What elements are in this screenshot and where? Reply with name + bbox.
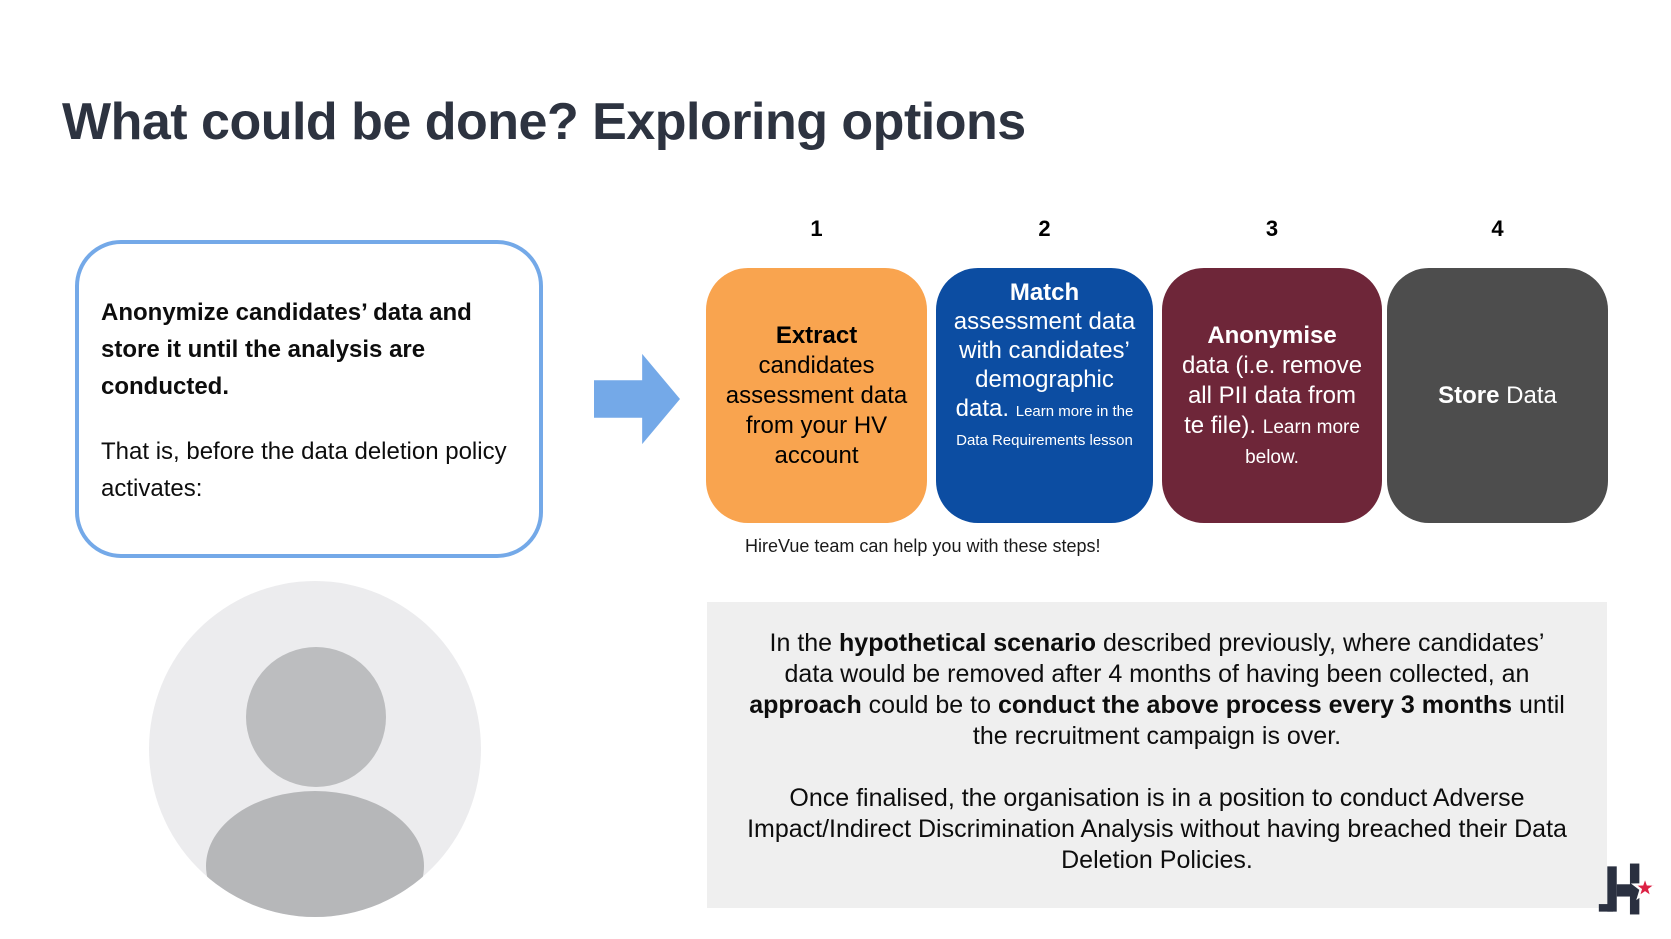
step-title: Match xyxy=(1009,279,1080,306)
step-card-match: Match assessment data with candidates’ d… xyxy=(936,268,1153,523)
step-note: Learn more in the Data Requirements less… xyxy=(956,403,1134,449)
scenario-paragraph-2: Once finalised, the organisation is in a… xyxy=(747,784,1567,874)
step-number-2: 2 xyxy=(1038,216,1051,241)
step-body: assessment data with candidates’ demogra… xyxy=(953,308,1136,422)
scenario-paragraph-1: In the hypothetical scenario described p… xyxy=(743,628,1571,752)
logo-h-foot xyxy=(1598,904,1613,912)
text-segment: described previously, where candidates’ … xyxy=(784,629,1545,688)
logo-h-left-bar xyxy=(1607,866,1617,912)
callout-body: That is, before the data deletion policy… xyxy=(101,438,507,502)
page-title: What could be done? Exploring options xyxy=(62,93,1026,151)
person-avatar xyxy=(149,581,481,917)
logo-h-right-bar xyxy=(1629,863,1640,915)
text-segment: In the xyxy=(769,629,840,657)
step-number-1: 1 xyxy=(810,216,823,241)
steps-caption: HireVue team can help you with these ste… xyxy=(745,536,1101,556)
step-body: Data xyxy=(1506,381,1557,409)
text-segment: conduct the above process every 3 months xyxy=(997,691,1512,719)
text-segment: hypothetical scenario xyxy=(839,629,1097,657)
logo-h-crossbar xyxy=(1616,884,1631,897)
arrow-right-icon xyxy=(594,353,680,445)
step-card-store: Store Data xyxy=(1387,268,1608,523)
step-body: data (i.e. remove all PII data from te f… xyxy=(1181,351,1363,439)
step-card-anonymise: Anonymise data (i.e. remove all PII data… xyxy=(1162,268,1382,523)
text-segment: approach xyxy=(749,691,862,719)
step-body: candidates assessment data from your HV … xyxy=(725,351,908,469)
hirevue-logo xyxy=(1598,863,1660,915)
callout-heading: Anonymize candidates’ data and store it … xyxy=(101,299,472,400)
scenario-panel: In the hypothetical scenario described p… xyxy=(707,602,1607,908)
star-icon xyxy=(1630,873,1660,901)
step-number-4: 4 xyxy=(1491,216,1504,241)
text-segment: until the recruitment campaign is over. xyxy=(972,691,1565,750)
step-number-3: 3 xyxy=(1265,216,1279,241)
step-card-extract: Extract candidates assessment data from … xyxy=(706,268,927,523)
step-title: Store xyxy=(1438,381,1500,409)
step-title: Anonymise xyxy=(1207,321,1337,349)
step-note: Learn more below. xyxy=(1245,416,1360,468)
step-title: Extract xyxy=(775,321,858,349)
text-segment: could be to xyxy=(861,691,998,719)
avatar-head xyxy=(246,647,386,787)
anonymize-callout-box: Anonymize candidates’ data and store it … xyxy=(75,240,543,558)
avatar-shoulders xyxy=(206,791,424,917)
